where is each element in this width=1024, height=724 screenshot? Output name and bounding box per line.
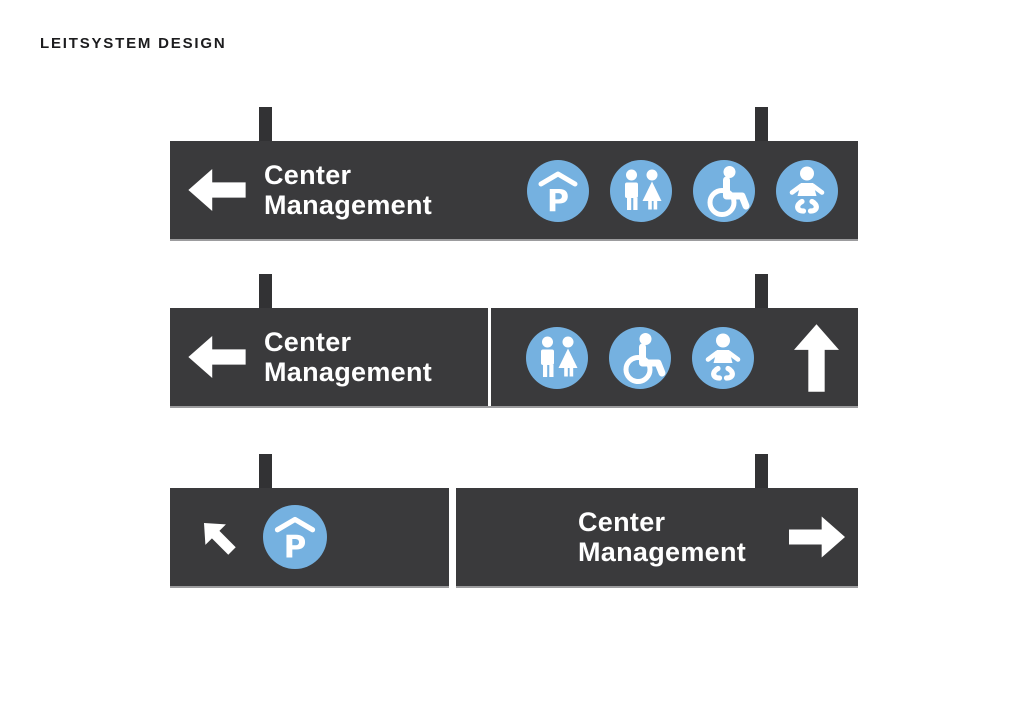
pictogram-row	[527, 160, 838, 222]
arrow-right-icon	[789, 516, 845, 558]
sign-divider	[488, 308, 491, 406]
pictogram-row	[263, 505, 327, 569]
baby-changing-icon	[776, 160, 838, 222]
covered-parking-icon	[263, 505, 327, 569]
sign-panel-2: Center Management	[170, 274, 858, 408]
sign-label-line1: Center	[264, 327, 352, 357]
mounting-post	[755, 274, 768, 308]
mounting-post	[259, 107, 272, 141]
arrow-up-left-icon	[192, 511, 244, 563]
mounting-post	[259, 454, 272, 488]
sign-label: Center Management	[264, 327, 432, 387]
baby-changing-icon	[692, 327, 754, 389]
mounting-post	[755, 454, 768, 488]
page-title: LEITSYSTEM DESIGN	[40, 35, 227, 52]
sign-label-line2: Management	[264, 357, 433, 387]
sign-label-line1: Center	[578, 507, 666, 537]
wheelchair-icon	[693, 160, 755, 222]
sign-label: Center Management	[578, 507, 746, 567]
arrow-up-icon	[794, 324, 839, 392]
mounting-post	[259, 274, 272, 308]
sign-panel-1: Center Management	[170, 107, 858, 241]
mounting-post	[755, 107, 768, 141]
pictogram-row	[526, 327, 754, 389]
sign-label: Center Management	[264, 160, 432, 220]
arrow-left-icon	[188, 169, 246, 211]
wheelchair-icon	[609, 327, 671, 389]
wc-icon	[610, 160, 672, 222]
sign-label-line1: Center	[264, 160, 352, 190]
arrow-left-icon	[188, 336, 246, 378]
wc-icon	[526, 327, 588, 389]
sign-panel-3-left	[170, 454, 449, 588]
sign-panel-3-right: Center Management	[456, 454, 858, 588]
covered-parking-icon	[527, 160, 589, 222]
sign-label-line2: Management	[578, 537, 747, 567]
sign-label-line2: Management	[264, 190, 433, 220]
